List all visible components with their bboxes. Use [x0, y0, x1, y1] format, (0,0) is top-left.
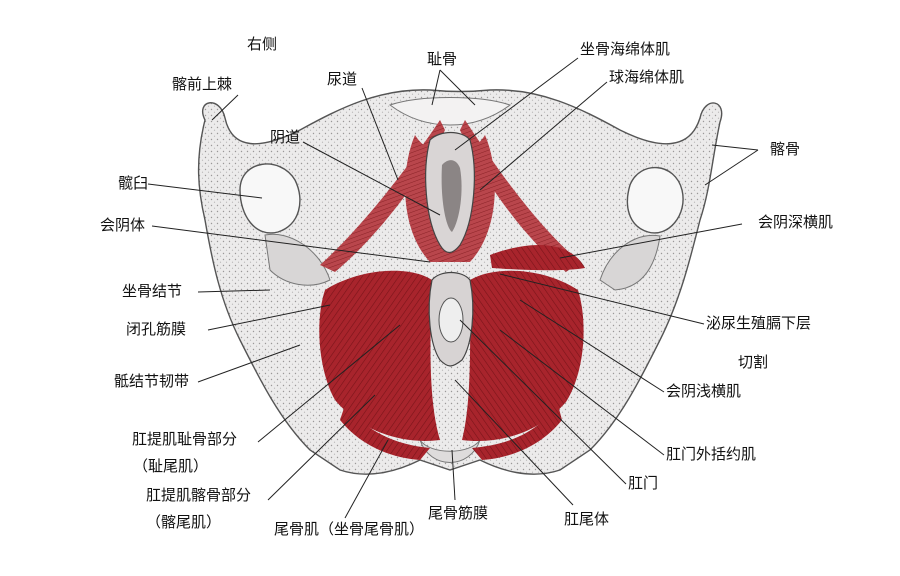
right-acetabulum	[626, 166, 684, 234]
label-asis: 髂前上棘	[172, 75, 233, 93]
label-sacrotuberous-ligament: 骶结节韧带	[114, 372, 190, 390]
label-deep-transverse-perineal: 会阴深横肌	[758, 213, 834, 231]
coccygeus-left	[340, 405, 430, 460]
label-ilium: 髂骨	[770, 140, 801, 158]
label-coccygeus: 尾骨肌（坐骨尾骨肌）	[274, 520, 425, 538]
label-iliococcygeus: 肛提肌髂骨部分	[146, 486, 252, 504]
deep-transverse-perineal	[490, 245, 585, 271]
left-obturator	[264, 233, 331, 286]
label-iliococcygeus-alt: （髂尾肌）	[146, 513, 222, 531]
label-acetabulum: 髋臼	[118, 174, 149, 192]
label-anococcygeal-body: 肛尾体	[564, 510, 610, 528]
pubic-arch	[388, 97, 512, 126]
vagina-inner	[441, 160, 462, 232]
side-label: 右侧	[247, 35, 278, 53]
anus-opening	[438, 297, 464, 343]
label-external-anal-sphincter: 肛门外括约肌	[666, 445, 757, 463]
label-anus: 肛门	[628, 474, 659, 492]
muscles	[319, 120, 585, 460]
leader-lines	[147, 57, 759, 519]
label-vagina: 阴道	[270, 128, 301, 146]
label-pubis: 耻骨	[427, 50, 458, 68]
label-ischiocavernosus: 坐骨海绵体肌	[580, 40, 671, 58]
right-obturator	[599, 234, 661, 291]
label-urogenital-fascia: 泌尿生殖膈下层	[706, 314, 812, 332]
levator-ani-right	[462, 270, 584, 442]
label-pubococcygeus-alt: （耻尾肌）	[133, 457, 209, 475]
label-urethra: 尿道	[327, 70, 358, 88]
label-coccygeal-fascia: 尾骨筋膜	[428, 504, 489, 522]
label-ischial-tuberosity: 坐骨结节	[122, 282, 183, 300]
label-bulbospongiosus: 球海绵体肌	[609, 68, 685, 86]
label-superficial-transverse-perineal: 会阴浅横肌	[666, 382, 742, 400]
left-acetabulum	[239, 163, 301, 234]
label-obturator-fascia: 闭孔筋膜	[126, 320, 187, 338]
label-pubococcygeus: 肛提肌耻骨部分	[132, 430, 238, 448]
label-perineal-body: 会阴体	[100, 216, 146, 234]
coccygeus-right	[472, 405, 562, 460]
levator-ani-left	[319, 270, 440, 441]
label-urogenital-fascia-cut: 切割	[738, 353, 769, 371]
